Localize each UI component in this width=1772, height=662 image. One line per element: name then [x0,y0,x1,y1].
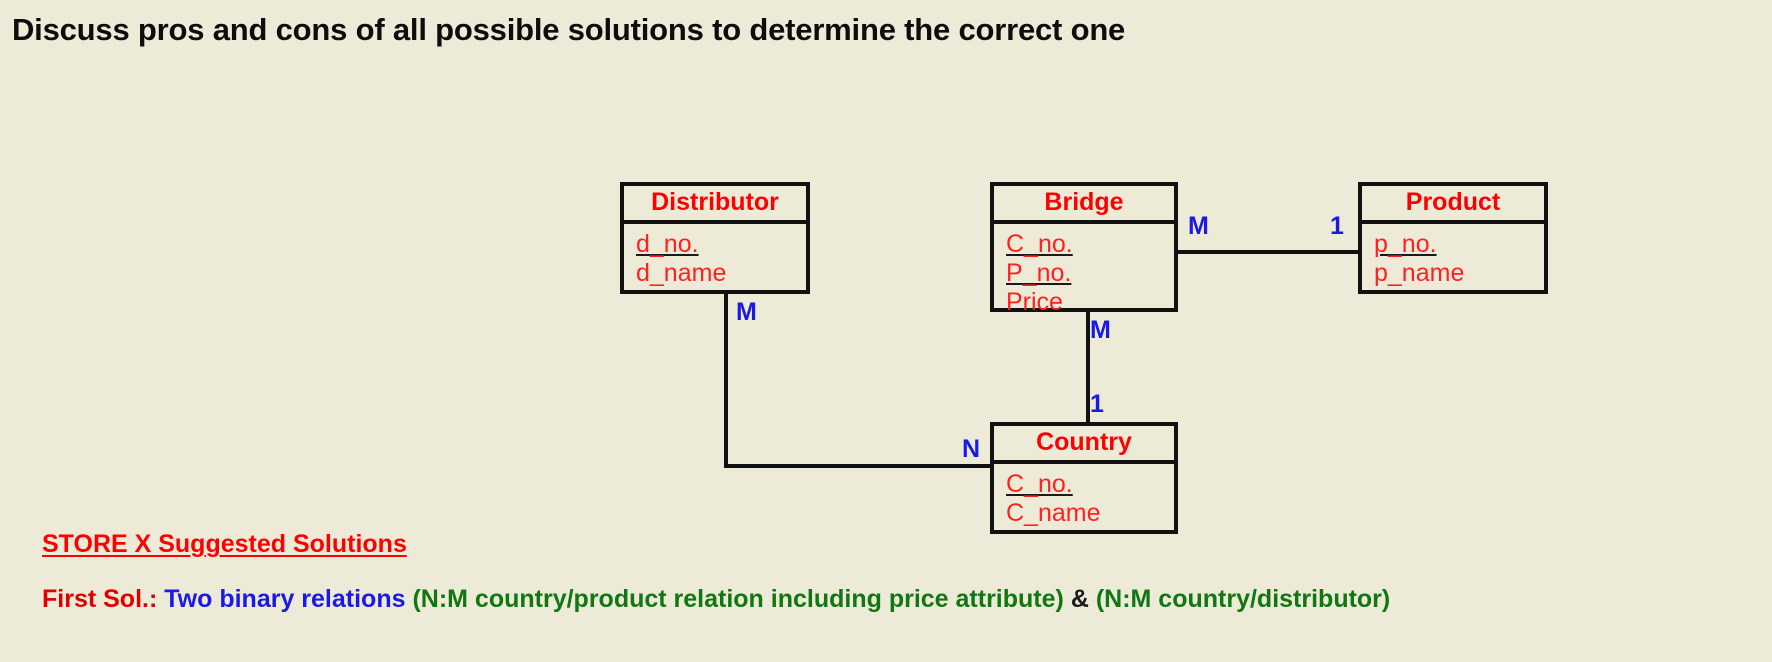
entity-bridge-attributes: C_no. P_no. Price [994,224,1174,323]
entity-product[interactable]: Product p_no. p_name [1358,182,1548,294]
entity-country-title: Country [994,426,1174,464]
entity-distributor-attributes: d_no. d_name [624,224,806,294]
entity-country[interactable]: Country C_no. C_name [990,422,1178,534]
attribute-c-no-bridge: C_no. [1006,230,1073,258]
cardinality-distributor-m: M [736,298,757,326]
attribute-p-name: p_name [1374,259,1465,287]
solution-note-two: (N:M country/distributor) [1095,585,1391,613]
attribute-c-name: C_name [1006,499,1101,527]
connector-distributor-country [724,464,994,468]
attribute-price: Price [1006,288,1063,316]
cardinality-bridge-country-1: 1 [1090,390,1104,418]
cardinality-bridge-country-m: M [1090,316,1111,344]
solution-ampersand: & [1070,585,1089,613]
entity-country-attributes: C_no. C_name [994,464,1174,534]
entity-bridge-title: Bridge [994,186,1174,224]
entity-product-title: Product [1362,186,1544,224]
solution-note-one: (N:M country/product relation including … [412,585,1064,613]
page-title: Discuss pros and cons of all possible so… [12,12,1126,47]
attribute-p-no-bridge: P_no. [1006,259,1072,287]
connector-distributor-down [724,293,728,468]
first-solution-line: First Sol.: Two binary relations (N:M co… [42,585,1390,614]
cardinality-bridge-product-m: M [1188,212,1209,240]
entity-product-attributes: p_no. p_name [1362,224,1544,294]
attribute-d-no: d_no. [636,230,699,258]
connector-bridge-product [1176,250,1360,254]
entity-bridge[interactable]: Bridge C_no. P_no. Price [990,182,1178,316]
attribute-d-name: d_name [636,259,727,287]
entity-distributor-title: Distributor [624,186,806,224]
entity-distributor[interactable]: Distributor d_no. d_name [620,182,810,294]
attribute-p-no-product: p_no. [1374,230,1437,258]
connector-bridge-country [1086,310,1090,424]
solution-label: First Sol.: [42,585,158,613]
solutions-heading: STORE X Suggested Solutions [42,530,407,558]
attribute-c-no-country: C_no. [1006,470,1073,498]
cardinality-country-n: N [962,435,981,463]
solution-main-text: Two binary relations [164,585,406,613]
cardinality-bridge-product-1: 1 [1330,212,1344,240]
